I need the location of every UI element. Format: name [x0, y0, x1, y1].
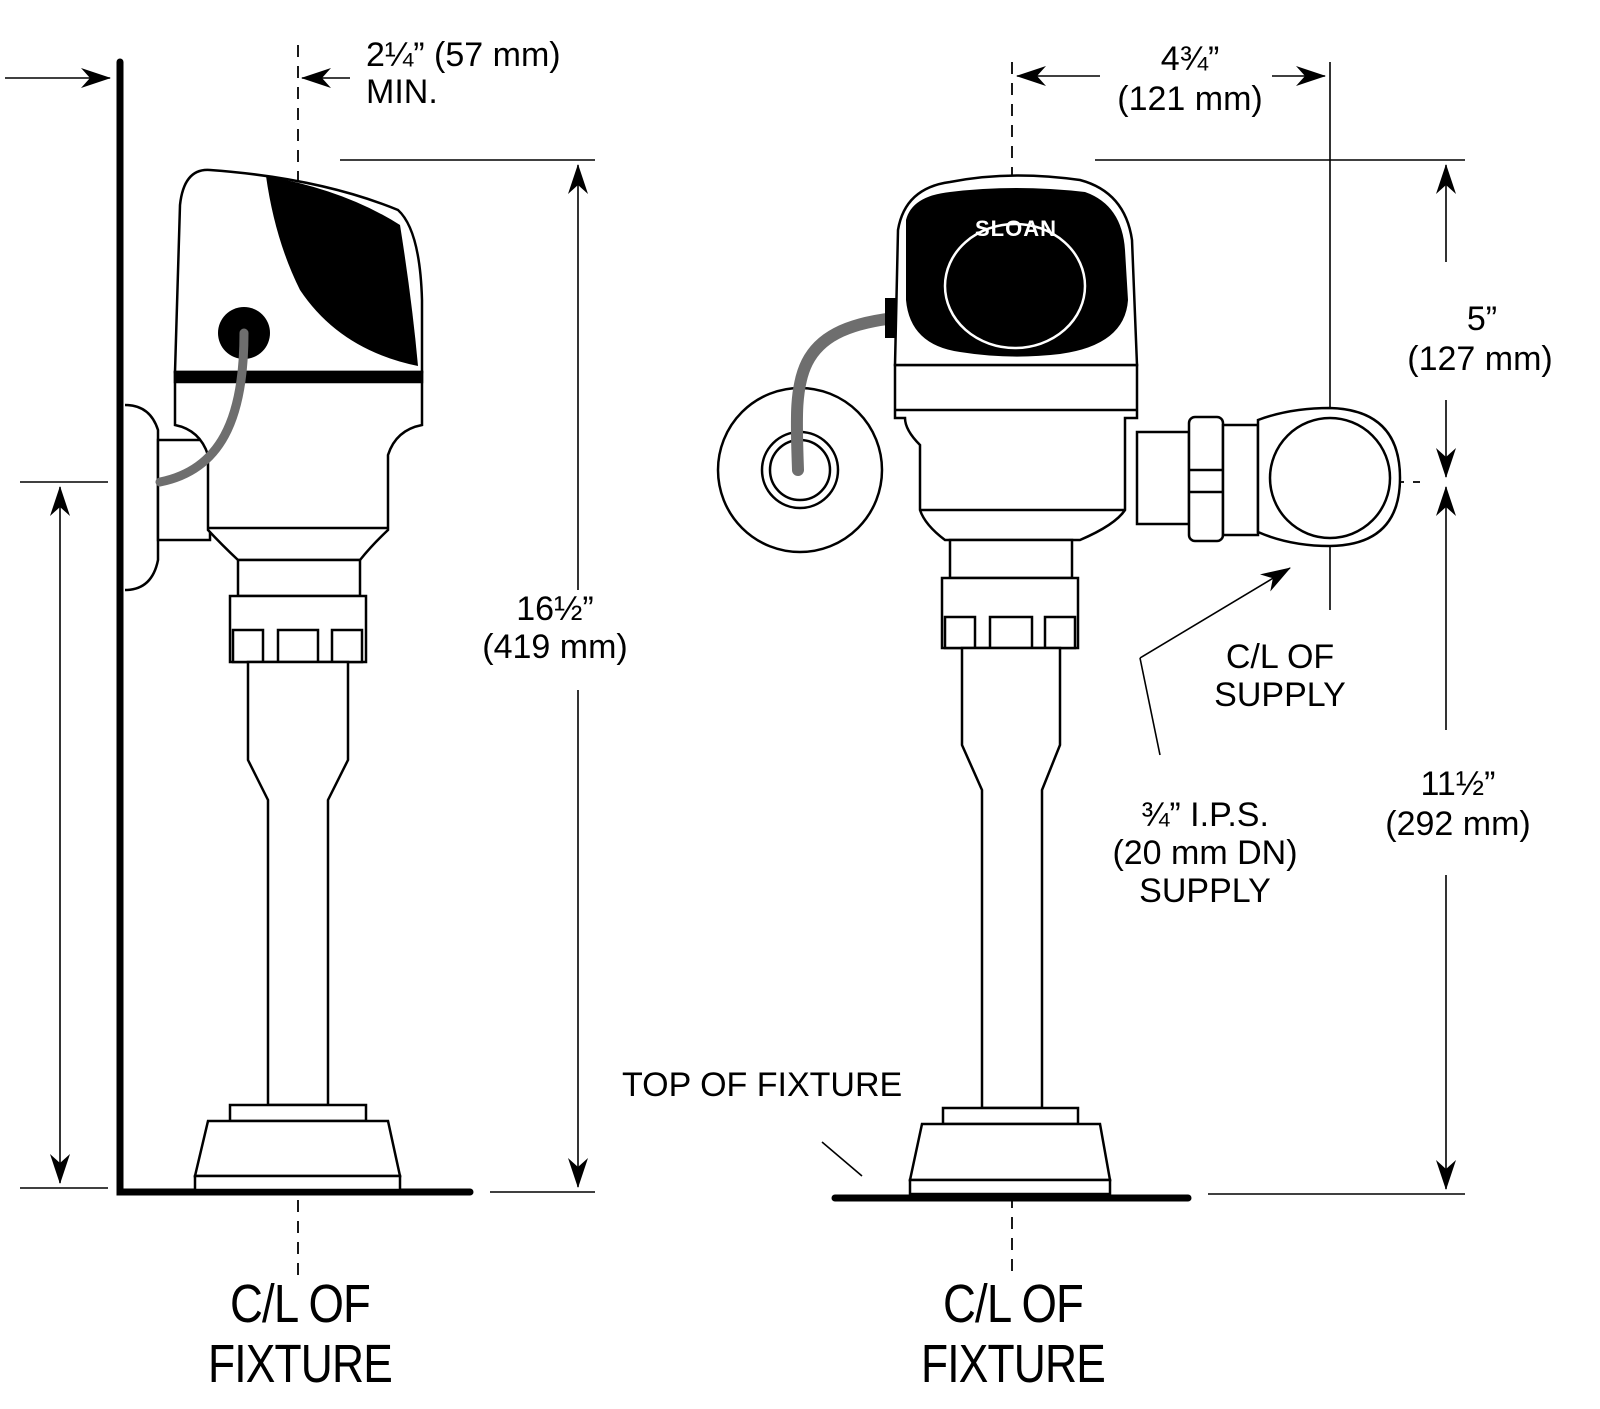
wall-line [116, 58, 474, 1196]
spud-coupling [193, 1119, 402, 1178]
dim-width-mm: (121 mm) [1117, 80, 1262, 118]
sensor-window-front [906, 188, 1128, 357]
sensor-window [266, 176, 418, 366]
dim-offset-note: MIN. [366, 73, 438, 111]
sensor-lens [943, 222, 1087, 350]
supply-stub [156, 438, 212, 542]
dim-lower-label: 11½” [1421, 765, 1496, 803]
valve-body [173, 370, 424, 562]
supply-cl-leader [1139, 567, 1291, 659]
sensor-cable [155, 328, 249, 487]
supply-cl-label-1: C/L OF [1226, 638, 1334, 676]
sensor-cable-front [790, 312, 901, 476]
flush-tube-front [960, 646, 1062, 1110]
fixture-top-label: TOP OF FIXTURE [622, 1066, 902, 1104]
centerline-front-label-1: C/L OF [943, 1274, 1083, 1334]
supply-size-label-3: SUPPLY [1139, 872, 1271, 910]
dim-upper-mm: (127 mm) [1407, 340, 1552, 378]
dim-lower-mm: (292 mm) [1385, 805, 1530, 843]
centerline-label-2: FIXTURE [208, 1334, 392, 1394]
valve-body-front [893, 363, 1139, 542]
centerline-label-1: C/L OF [230, 1274, 370, 1334]
fixture-top-leader [821, 1141, 863, 1177]
supply-nut [1187, 415, 1225, 543]
flush-tube [246, 660, 350, 1107]
dim-upper-label: 5” [1467, 300, 1497, 338]
supply-size-label-2: (20 mm DN) [1112, 834, 1297, 872]
brand-logo: SLOAN [975, 216, 1057, 241]
centerline-front-label-2: FIXTURE [921, 1334, 1105, 1394]
dim-height-label: 16½” [516, 590, 594, 628]
dim-width-label: 4¾” [1161, 40, 1220, 78]
spud-coupling-front [908, 1122, 1112, 1182]
side-view: 2¼” (57 mm) MIN. 16½” (419 mm) C/L OF FI… [5, 36, 628, 1394]
supply-cl-label-2: SUPPLY [1214, 676, 1346, 714]
supply-size-label-1: ¾” I.P.S. [1141, 796, 1269, 834]
dim-offset-label: 2¼” (57 mm) [366, 36, 561, 74]
front-view: SLOAN 4¾” (121 mm) 5” (127 mm) 11½” (292… [622, 40, 1553, 1394]
wall-flange [124, 403, 160, 592]
dim-height-mm: (419 mm) [482, 628, 627, 666]
